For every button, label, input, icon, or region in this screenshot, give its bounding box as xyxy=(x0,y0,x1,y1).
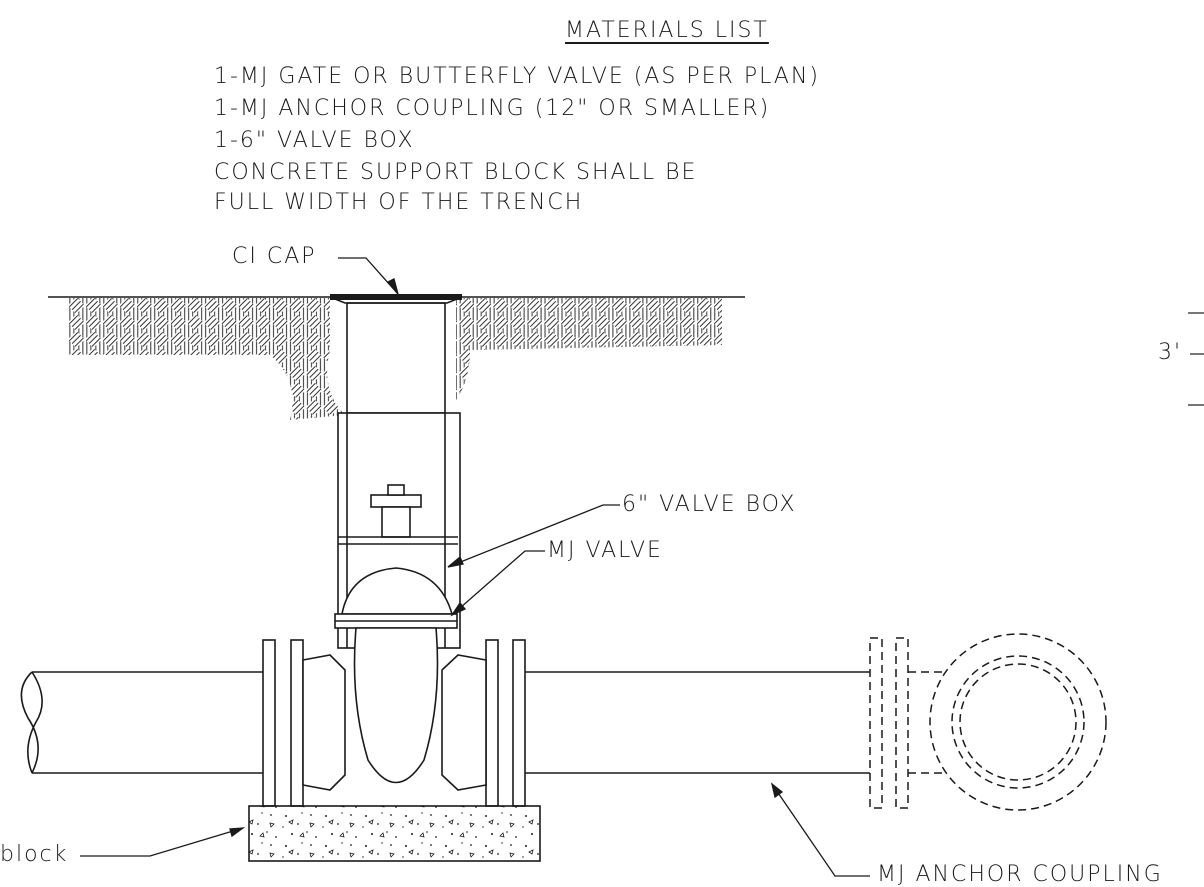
materials-line-4: CONCRETE SUPPORT BLOCK SHALL BE xyxy=(214,160,698,185)
concrete-block-label: block xyxy=(0,842,69,867)
ci-cap-label: CI CAP xyxy=(232,244,317,269)
ci-cap xyxy=(330,294,462,300)
mj-valve xyxy=(334,484,458,784)
valve-box-label: 6" VALVE BOX xyxy=(622,492,797,517)
anchor-coupling-label: MJ ANCHOR COUPLING xyxy=(877,862,1163,887)
concrete-support-block xyxy=(248,805,541,862)
materials-line-1: 1-MJ GATE OR BUTTERFLY VALVE (AS PER PLA… xyxy=(214,64,820,89)
materials-line-2: 1-MJ ANCHOR COUPLING (12" OR SMALLER) xyxy=(214,96,771,121)
dimension-marks xyxy=(1188,312,1204,406)
materials-line-3: 1-6" VALVE BOX xyxy=(214,128,415,153)
main-pipe xyxy=(20,671,870,774)
depth-dimension-label: 3' xyxy=(1158,340,1183,365)
materials-line-5: FULL WIDTH OF THE TRENCH xyxy=(214,190,584,215)
mj-valve-label: MJ VALVE xyxy=(547,538,663,563)
materials-list-title: MATERIALS LIST xyxy=(565,18,769,43)
leader-lines xyxy=(80,257,870,877)
anchor-coupling-dashed xyxy=(869,633,1107,811)
